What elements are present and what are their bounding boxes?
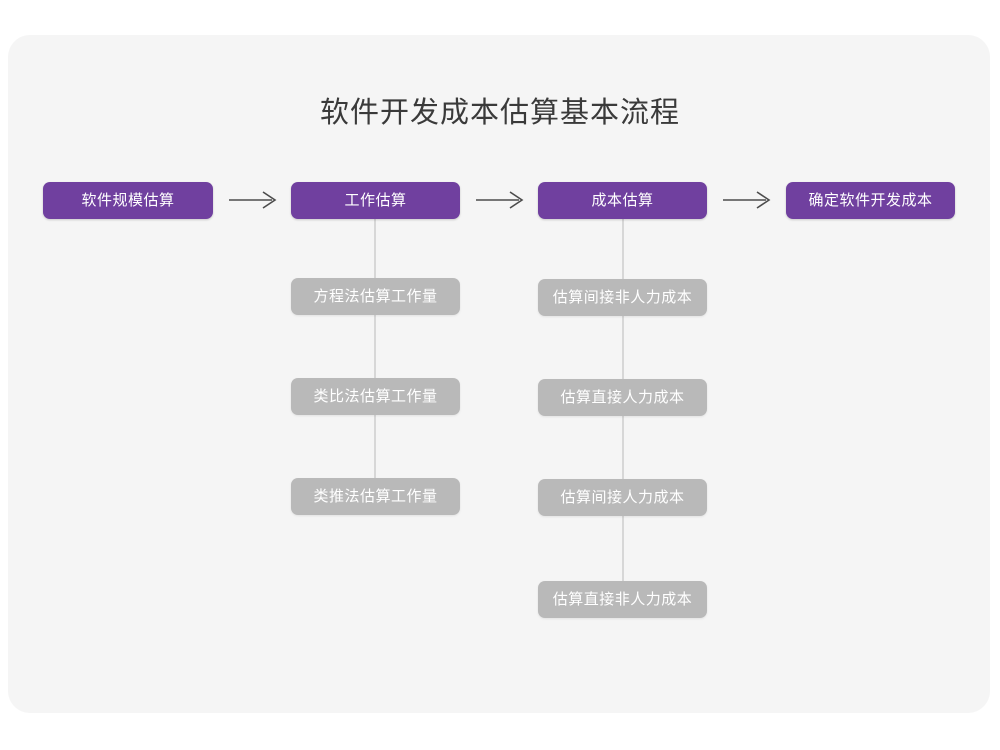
branch-item-analogy-method-effort[interactable]: 类比法估算工作量 [291,378,460,415]
branch-item-direct-nonlabor-cost[interactable]: 估算直接非人力成本 [538,581,707,618]
branch-item-direct-labor-cost[interactable]: 估算直接人力成本 [538,379,707,416]
branch-item-equation-method-effort[interactable]: 方程法估算工作量 [291,278,460,315]
flow-arrow-1 [228,188,280,212]
flow-step-cost-estimation[interactable]: 成本估算 [538,182,707,219]
flow-step-work-estimation[interactable]: 工作估算 [291,182,460,219]
branch-item-inference-method-effort[interactable]: 类推法估算工作量 [291,478,460,515]
diagram-card [8,35,990,713]
flow-arrow-2 [475,188,527,212]
branch-item-indirect-labor-cost[interactable]: 估算间接人力成本 [538,479,707,516]
branch-item-indirect-nonlabor-cost[interactable]: 估算间接非人力成本 [538,279,707,316]
flow-step-software-scale-estimation[interactable]: 软件规模估算 [43,182,213,219]
connector-line-effort-column [374,219,376,497]
flow-step-determine-development-cost[interactable]: 确定软件开发成本 [786,182,955,219]
page-title: 软件开发成本估算基本流程 [319,97,680,129]
flow-arrow-3 [722,188,774,212]
